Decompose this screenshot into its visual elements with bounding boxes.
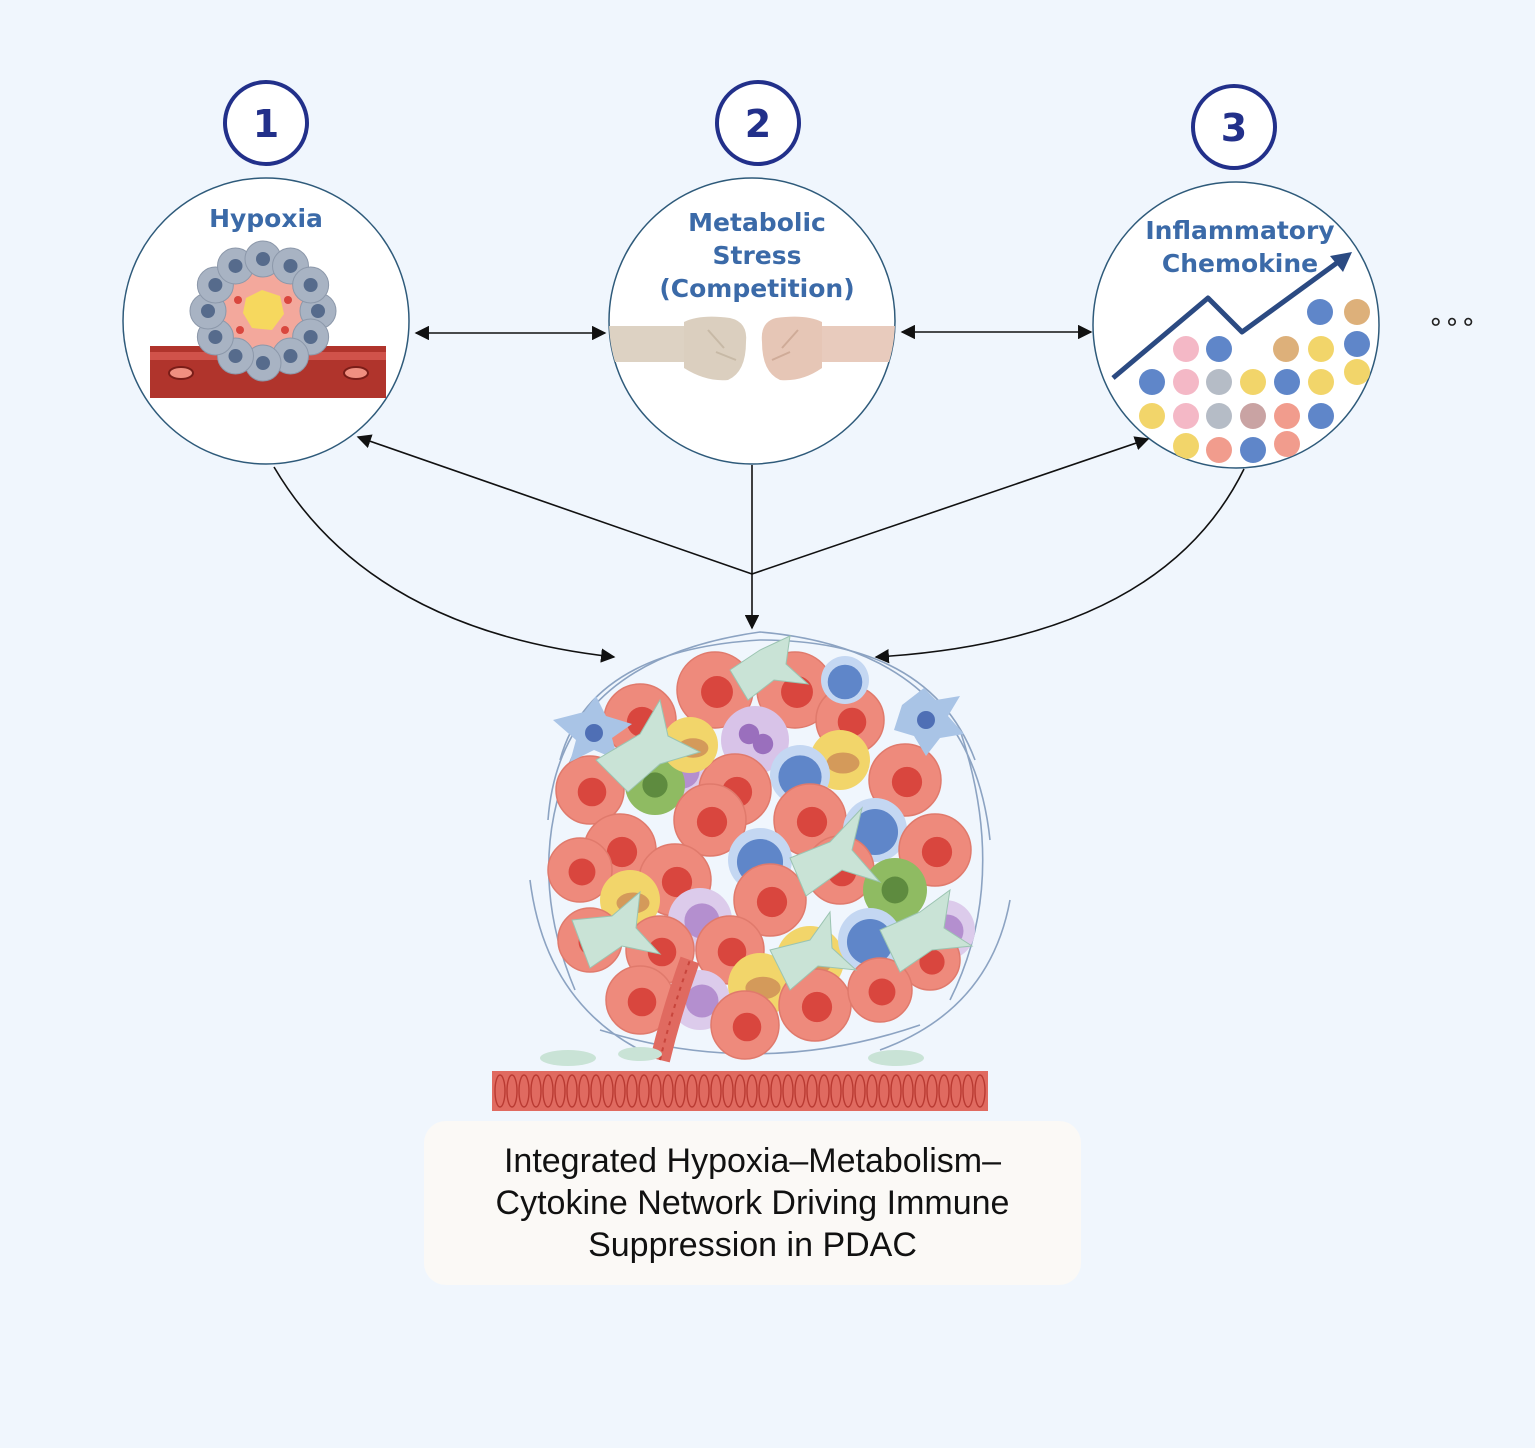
step-3-number-ring — [1191, 84, 1277, 170]
connector-arrows — [273, 324, 1245, 664]
step-2-label-line-3: (Competition) — [659, 274, 854, 303]
fibroblasts-icon — [571, 635, 974, 991]
arrow-3-to-tumor — [874, 468, 1245, 664]
summary-caption: Integrated Hypoxia–Metabolism–Cytokine N… — [495, 1142, 1010, 1264]
basal-blood-vessel-icon — [492, 956, 988, 1111]
step-2-panel — [608, 177, 896, 465]
step-1-group: 1 Hypoxia — [122, 80, 410, 465]
step-2-label-line-1: Metabolic — [688, 208, 826, 237]
arrow-1-to-tumor — [273, 466, 616, 663]
hypoxia-illustration — [150, 240, 386, 398]
step-2-group: 2 Metabolic Stress (Competition) — [608, 80, 896, 465]
step-1-number-ring — [223, 80, 309, 166]
fist-bump-icon — [609, 316, 895, 381]
trend-up-arrow-icon — [1111, 254, 1347, 380]
step-2-number: 2 — [745, 102, 771, 146]
step-3-number: 3 — [1221, 106, 1247, 150]
hypoxic-cell-ring-icon — [189, 240, 337, 382]
dendritic-cells-icon — [553, 688, 964, 762]
more-indicator: ∘∘∘ — [1428, 307, 1477, 337]
step-2-label-line-2: Stress — [712, 241, 801, 270]
step-3-label-line-1: Inflammatory — [1145, 216, 1334, 245]
tumor-microenvironment-illustration — [529, 631, 1011, 1060]
step-1-label: Hypoxia — [209, 204, 323, 233]
chemokine-dots-icon — [1139, 299, 1370, 463]
step-3-group: 3 Inflammatory Chemokine — [1092, 84, 1380, 469]
summary-caption-box: Integrated Hypoxia–Metabolism–Cytokine N… — [424, 1121, 1081, 1285]
arrow-hub-to-3 — [751, 436, 1150, 575]
step-1-number: 1 — [253, 102, 279, 146]
step-3-label-line-2: Chemokine — [1162, 249, 1318, 278]
necrotic-core-icon — [243, 290, 284, 330]
arrow-hub-to-1 — [356, 434, 753, 575]
step-2-number-ring — [715, 80, 801, 166]
